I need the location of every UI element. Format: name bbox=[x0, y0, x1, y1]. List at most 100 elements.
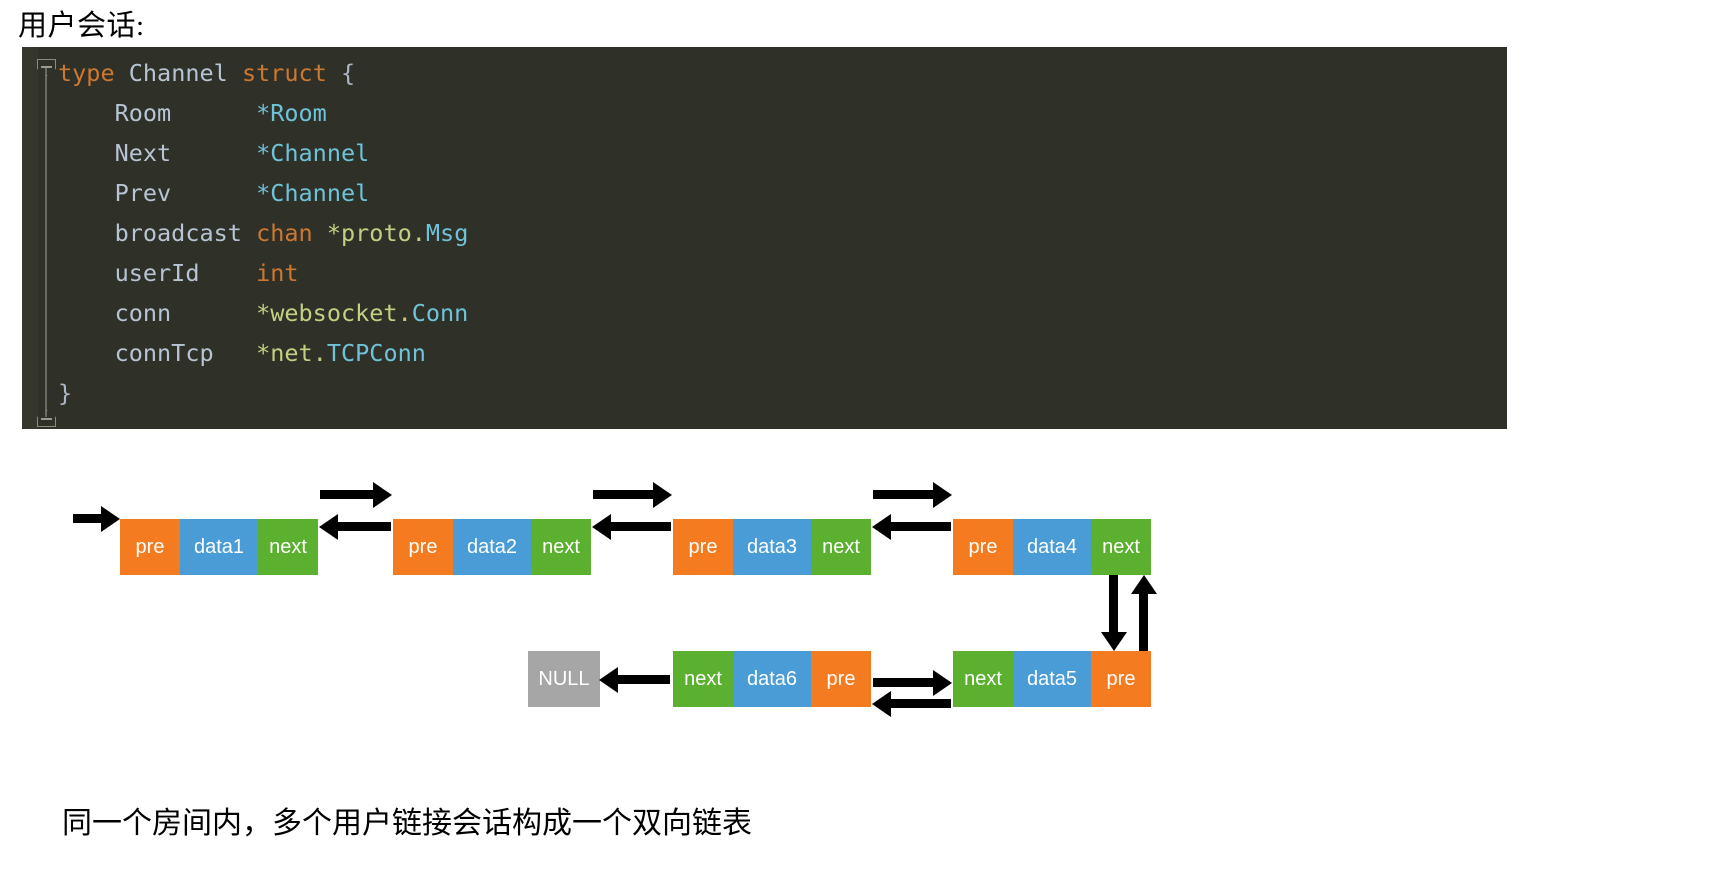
node-cell-data: data4 bbox=[1013, 519, 1091, 575]
code-token bbox=[171, 299, 256, 327]
code-token: broadcast bbox=[114, 219, 242, 247]
code-token bbox=[58, 339, 115, 367]
code-token: * bbox=[326, 219, 341, 247]
fold-collapse-icon-top[interactable] bbox=[37, 59, 56, 76]
code-token: * bbox=[256, 99, 271, 127]
next-arrow-1 bbox=[320, 490, 373, 499]
code-token: struct bbox=[241, 59, 327, 87]
prev-arrow-1-head bbox=[319, 513, 338, 540]
code-token: Channel bbox=[270, 139, 370, 167]
next-down-arrow bbox=[1109, 575, 1118, 632]
code-line: Prev *Channel bbox=[58, 173, 1507, 213]
code-token: * bbox=[256, 339, 271, 367]
code-token: connTcp bbox=[114, 339, 214, 367]
node-cell-data: data6 bbox=[733, 651, 811, 707]
next-down-arrow-head bbox=[1100, 632, 1127, 651]
code-token: int bbox=[256, 259, 299, 287]
code-token: chan bbox=[256, 219, 313, 247]
code-token bbox=[242, 219, 256, 247]
page-title: 用户会话: bbox=[18, 10, 145, 42]
code-token: Room bbox=[114, 99, 172, 127]
code-token: Msg bbox=[425, 219, 469, 247]
next-arrow-2 bbox=[593, 490, 653, 499]
code-line: conn *websocket.Conn bbox=[58, 293, 1507, 333]
prev-up-arrow bbox=[1139, 594, 1148, 651]
code-token: Channel bbox=[128, 59, 228, 87]
code-token bbox=[199, 259, 256, 287]
code-token: * bbox=[256, 139, 271, 167]
code-token bbox=[115, 59, 129, 87]
code-token bbox=[58, 99, 115, 127]
code-gutter bbox=[22, 47, 38, 429]
code-token bbox=[58, 219, 115, 247]
code-token: type bbox=[58, 59, 115, 87]
code-token: Prev bbox=[114, 179, 172, 207]
code-token bbox=[214, 339, 256, 367]
entry-arrow-head bbox=[101, 505, 120, 532]
code-token: Channel bbox=[270, 179, 370, 207]
code-block[interactable]: type Channel struct { Room *Room Next *C… bbox=[22, 47, 1507, 429]
code-token bbox=[327, 59, 341, 87]
code-token: Room bbox=[270, 99, 327, 127]
code-token bbox=[228, 59, 242, 87]
prev-arrow-1 bbox=[338, 522, 391, 531]
prev-arrow-row2 bbox=[891, 699, 951, 708]
next-arrow-3 bbox=[873, 490, 933, 499]
code-line: type Channel struct { bbox=[58, 53, 1507, 93]
code-token: net bbox=[270, 339, 313, 367]
node-cell-next: next bbox=[1091, 519, 1151, 575]
code-token bbox=[171, 139, 256, 167]
code-token bbox=[313, 219, 327, 247]
code-token: websocket bbox=[270, 299, 398, 327]
null-arrow bbox=[618, 675, 670, 684]
prev-arrow-row2-head bbox=[872, 690, 891, 717]
code-token: . bbox=[411, 219, 426, 247]
code-token bbox=[171, 179, 256, 207]
code-line: connTcp *net.TCPConn bbox=[58, 333, 1507, 373]
prev-arrow-3-head bbox=[872, 513, 891, 540]
node-cell-pre: pre bbox=[673, 519, 733, 575]
code-line: Room *Room bbox=[58, 93, 1507, 133]
node-cell-pre: pre bbox=[393, 519, 453, 575]
prev-arrow-2 bbox=[611, 522, 671, 531]
code-line: broadcast chan *proto.Msg bbox=[58, 213, 1507, 253]
node-cell-pre: pre bbox=[1091, 651, 1151, 707]
node-cell-data: data2 bbox=[453, 519, 531, 575]
code-token: Next bbox=[114, 139, 172, 167]
code-token: . bbox=[397, 299, 412, 327]
code-token: . bbox=[312, 339, 327, 367]
code-lines[interactable]: type Channel struct { Room *Room Next *C… bbox=[58, 53, 1507, 413]
code-token: * bbox=[256, 179, 271, 207]
node-cell-data: data1 bbox=[180, 519, 258, 575]
node-cell-pre: pre bbox=[120, 519, 180, 575]
node-cell-next: next bbox=[673, 651, 733, 707]
next-arrow-2-head bbox=[653, 481, 672, 508]
prev-arrow-2-head bbox=[592, 513, 611, 540]
node-cell-next: next bbox=[258, 519, 318, 575]
next-arrow-1-head bbox=[373, 481, 392, 508]
next-arrow-row2-head bbox=[933, 669, 952, 696]
code-token: * bbox=[256, 299, 271, 327]
null-arrow-head bbox=[599, 666, 618, 693]
code-token: userId bbox=[114, 259, 200, 287]
code-fold-rail bbox=[45, 67, 47, 417]
node-cell-data: data5 bbox=[1013, 651, 1091, 707]
node-cell-pre: pre bbox=[953, 519, 1013, 575]
fold-collapse-icon-bottom[interactable] bbox=[37, 410, 56, 427]
node-cell-next: next bbox=[811, 519, 871, 575]
code-token: } bbox=[58, 379, 73, 407]
code-token bbox=[58, 139, 115, 167]
node-cell-data: data3 bbox=[733, 519, 811, 575]
node-cell-pre: pre bbox=[811, 651, 871, 707]
prev-arrow-3 bbox=[891, 522, 951, 531]
code-line: } bbox=[58, 373, 1507, 413]
code-token: TCPConn bbox=[326, 339, 426, 367]
code-token: proto bbox=[341, 219, 412, 247]
null-terminator-box: NULL bbox=[528, 651, 600, 707]
code-line: userId int bbox=[58, 253, 1507, 293]
prev-up-arrow-head bbox=[1130, 575, 1157, 594]
